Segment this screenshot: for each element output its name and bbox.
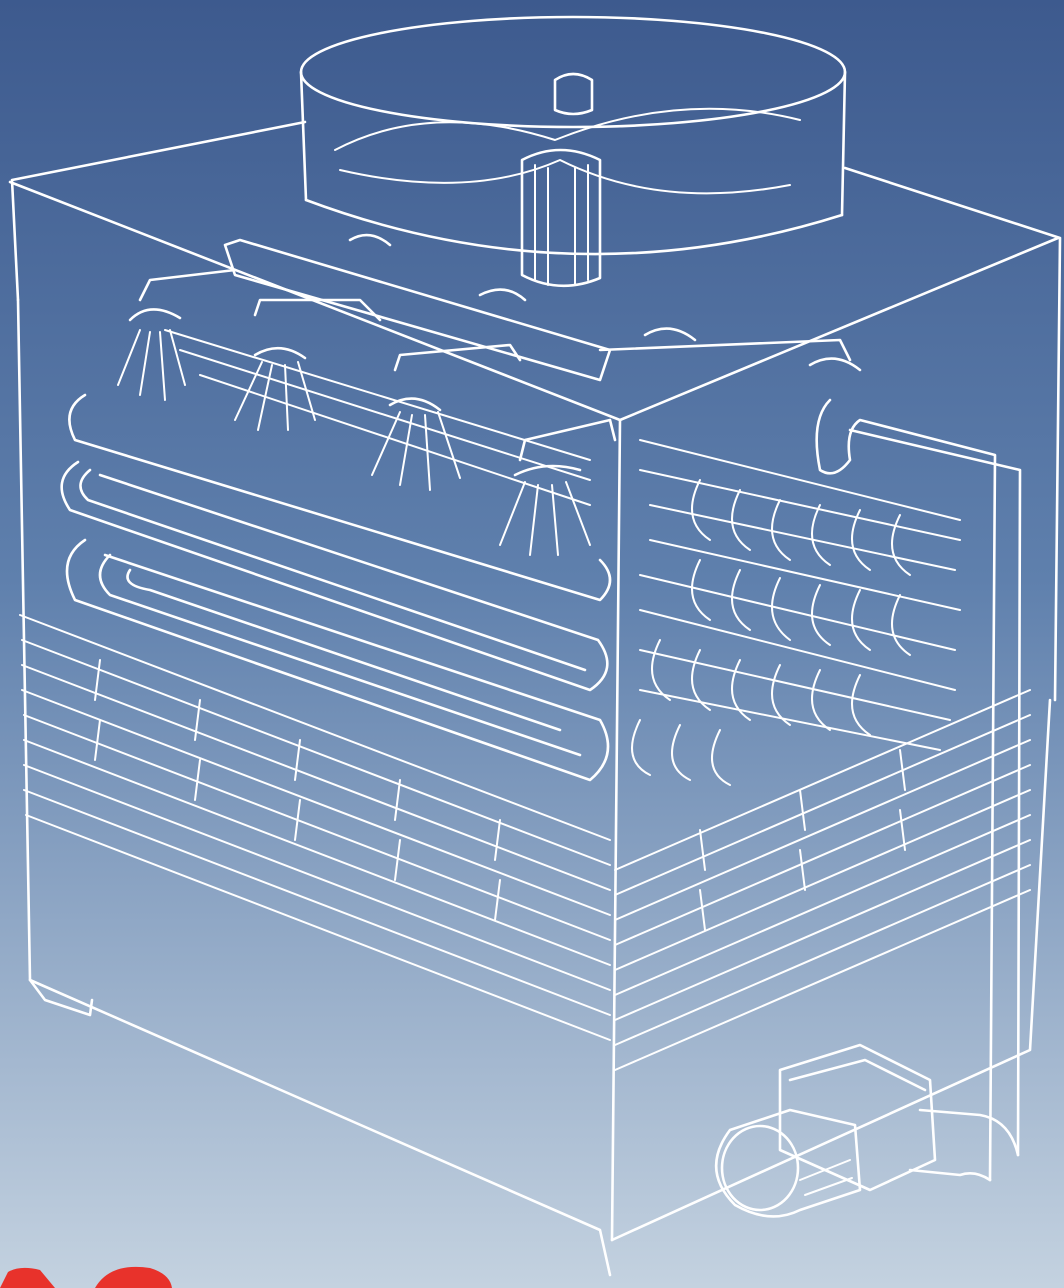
fan-shroud <box>299 15 847 256</box>
red-accent-mark <box>0 1266 172 1288</box>
right-coil-bundle <box>631 439 961 786</box>
spray-nozzles <box>117 329 591 556</box>
return-pipe <box>815 398 1022 1182</box>
fill-media <box>19 614 1031 1071</box>
left-coil-bundle <box>60 329 612 782</box>
spray-header <box>128 233 862 477</box>
pump-motor <box>714 1043 937 1218</box>
fan-hub <box>520 72 602 288</box>
